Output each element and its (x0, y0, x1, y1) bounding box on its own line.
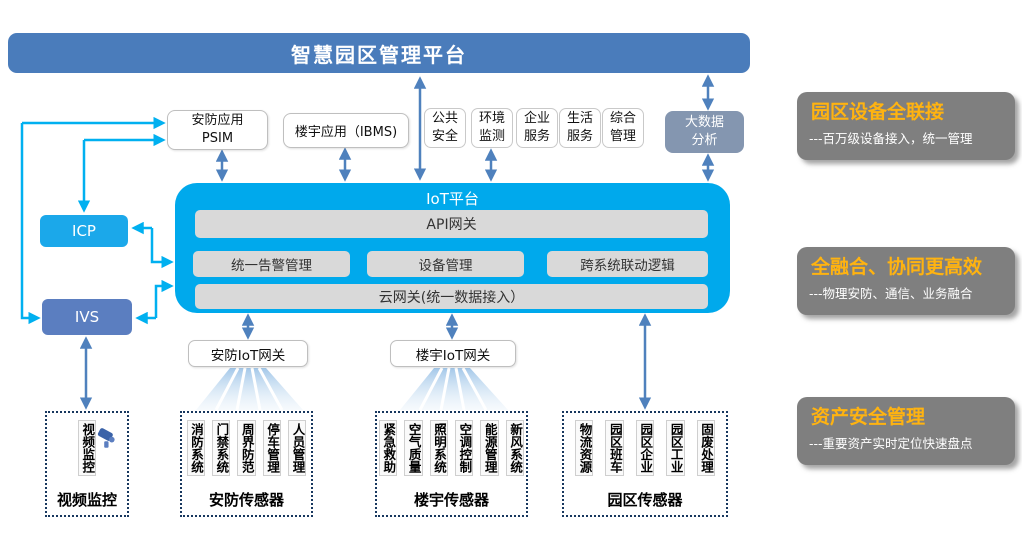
benefit-card-device-connection: 园区设备全联接 ---百万级设备接入，统一管理 (797, 92, 1015, 160)
sensor-item: 园区班车 (605, 420, 624, 476)
sensor-item: 新风系统 (505, 420, 525, 476)
building-app-ibms-box: 楼宇应用（IBMS) (283, 113, 409, 148)
app-living-services: 生活服务 (559, 108, 601, 148)
sensor-group-video-surveillance: 视频监控 视频监控 (45, 411, 129, 517)
app-enterprise-services: 企业服务 (516, 108, 558, 148)
module-cross-system-linkage: 跨系统联动逻辑 (547, 251, 708, 277)
psim-label-line1: 安防应用 (191, 113, 244, 129)
iot-platform-title: IoT平台 (426, 190, 479, 208)
steel-arrows (79, 74, 715, 410)
icp-node: ICP (40, 215, 128, 247)
cctv-camera-icon (97, 428, 115, 448)
app-integrated-management: 综合管理 (602, 108, 644, 148)
ivs-node: IVS (42, 299, 132, 335)
benefit-title: 园区设备全联接 (811, 101, 945, 123)
cyan-arrows (20, 116, 174, 325)
sensor-item: 空调控制 (455, 420, 474, 476)
sensor-item: 空气质量 (404, 420, 423, 476)
platform-title-banner: 智慧园区管理平台 (8, 33, 750, 73)
sensor-group-label: 楼宇传感器 (413, 491, 489, 509)
sensor-item: 固废处理 (696, 420, 715, 476)
benefit-card-asset-security: 资产安全管理 ---重要资产实时定位快速盘点 (797, 397, 1015, 465)
sensor-item: 物流资源 (575, 420, 594, 476)
gateway-fan-building (400, 367, 508, 411)
app-public-safety: 公共安全 (424, 108, 466, 148)
security-iot-gateway-box: 安防IoT网关 (188, 340, 308, 367)
sensor-group-security: 消防系统 门禁系统 周界防范 停车管理 人员管理 安防传感器 (180, 411, 313, 517)
sensor-item: 能源管理 (480, 420, 499, 476)
benefit-description: ---百万级设备接入，统一管理 (809, 130, 973, 146)
benefit-card-convergence: 全融合、协同更高效 ---物理安防、通信、业务融合 (797, 247, 1015, 315)
benefit-title: 资产安全管理 (811, 406, 926, 428)
module-device-management: 设备管理 (367, 251, 524, 277)
sensor-item: 紧急救助 (378, 420, 398, 476)
iot-platform-container: IoT平台 API网关 统一告警管理 设备管理 跨系统联动逻辑 云网关(统一数据… (175, 183, 730, 313)
module-unified-alarm-management: 统一告警管理 (193, 251, 350, 277)
sensor-item: 周界防范 (237, 420, 256, 476)
sensor-item: 视频监控 (77, 420, 97, 476)
sensor-item: 园区工业 (666, 420, 685, 476)
sensor-group-building: 紧急救助 空气质量 照明系统 空调控制 能源管理 新风系统 楼宇传感器 (375, 411, 528, 517)
sensor-group-label: 视频监控 (56, 491, 117, 509)
security-app-psim-box: 安防应用 PSIM (167, 110, 268, 150)
sensor-item: 照明系统 (429, 420, 448, 476)
sensor-item: 园区企业 (635, 420, 655, 476)
sensor-group-park: 物流资源 园区班车 园区企业 园区工业 固废处理 园区传感器 (562, 411, 728, 517)
sensor-item: 人员管理 (288, 420, 307, 476)
building-iot-gateway-box: 楼宇IoT网关 (390, 340, 516, 367)
sensor-item: 停车管理 (262, 420, 282, 476)
api-gateway-bar: API网关 (195, 210, 708, 238)
app-environment-monitoring: 环境监测 (471, 108, 513, 148)
sensor-item: 门禁系统 (211, 420, 231, 476)
psim-label-line2: PSIM (201, 131, 234, 146)
cloud-gateway-bar: 云网关(统一数据接入） (195, 284, 708, 309)
big-data-analysis-box: 大数据分析 (665, 111, 744, 153)
benefit-description: ---重要资产实时定位快速盘点 (809, 435, 973, 451)
sensor-group-label: 安防传感器 (208, 491, 284, 509)
benefit-title: 全融合、协同更高效 (811, 256, 983, 278)
gateway-fan-security (196, 367, 303, 411)
sensor-group-label: 园区传感器 (607, 491, 683, 509)
sensor-item: 消防系统 (186, 420, 205, 476)
benefit-description: ---物理安防、通信、业务融合 (809, 285, 973, 301)
